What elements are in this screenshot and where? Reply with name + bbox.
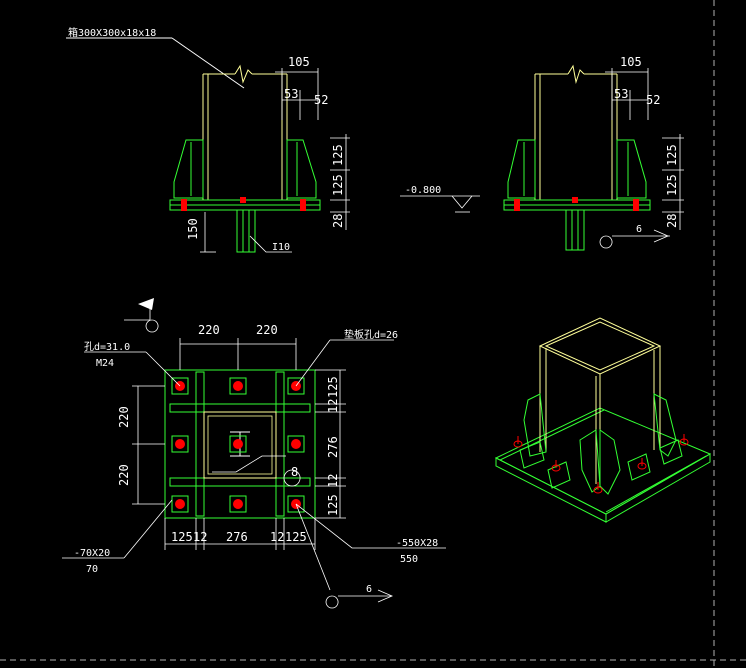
- plate-label: -550X28: [396, 538, 438, 549]
- dim-right-12a: 12: [326, 399, 340, 413]
- section-mark-number: 6: [636, 224, 642, 235]
- bolt-label: M24: [96, 358, 114, 369]
- dim-right-12b: 12: [326, 474, 340, 488]
- washer-plate: [171, 435, 189, 453]
- dim-top-2: 220: [256, 323, 278, 337]
- washer-plate: [171, 495, 189, 513]
- anchor-bolt: [175, 439, 185, 449]
- anchor-bolt: [233, 381, 243, 391]
- washer-plate: [229, 377, 247, 395]
- dim-bottom-12a: 12: [193, 530, 207, 544]
- anchor-bolt: [291, 439, 301, 449]
- dim-right-125a: 125: [326, 376, 340, 398]
- dim-105: 105: [620, 55, 642, 69]
- dim-125-mid: 125: [665, 174, 679, 196]
- dim-right-125b: 125: [326, 494, 340, 516]
- dim-150: 150: [186, 218, 200, 240]
- weld-size: 8: [291, 465, 298, 479]
- stiffener-label: -70X20: [74, 548, 110, 559]
- section-view-right: 105 53 52 125 125 28 -0.800 6: [400, 55, 684, 251]
- washer-plate: [229, 495, 247, 513]
- plate-value: 550: [400, 554, 418, 565]
- dim-28: 28: [331, 214, 345, 228]
- dim-52: 52: [314, 93, 328, 107]
- dim-125-top: 125: [331, 144, 345, 166]
- washer-plate: [287, 495, 305, 513]
- isometric-view: [494, 317, 712, 523]
- dim-28: 28: [665, 214, 679, 228]
- washer-plate: [287, 377, 305, 395]
- anchor-bolt: [233, 439, 243, 449]
- dim-top-1: 220: [198, 323, 220, 337]
- plan-view: 8 220 220: [62, 298, 446, 609]
- dim-bottom-125b: 125: [285, 530, 307, 544]
- section-view-left: 箱300X300x18x18: [66, 26, 350, 253]
- stiffener-value: 70: [86, 564, 98, 575]
- anchor-bolt: [175, 499, 185, 509]
- dim-bottom-125a: 125: [171, 530, 193, 544]
- washer-plate: [229, 435, 247, 453]
- dim-53: 53: [614, 87, 628, 101]
- column-label: 箱300X300x18x18: [68, 26, 156, 39]
- dim-left-2: 220: [117, 464, 131, 486]
- dim-right-276: 276: [326, 436, 340, 458]
- shear-key-label: I10: [272, 242, 290, 253]
- washer-label: 垫板孔d=26: [344, 328, 398, 341]
- hole-label: 孔d=31.0: [84, 341, 130, 353]
- iso-bolt-group: [513, 434, 689, 494]
- dim-125-mid: 125: [331, 174, 345, 196]
- anchor-bolt: [233, 499, 243, 509]
- dim-left-1: 220: [117, 406, 131, 428]
- dim-bottom-12b: 12: [270, 530, 284, 544]
- dim-bottom-276: 276: [226, 530, 248, 544]
- section-mark-number: 6: [366, 584, 372, 595]
- dim-53: 53: [284, 87, 298, 101]
- elevation-label: -0.800: [405, 185, 441, 196]
- washer-plate: [287, 435, 305, 453]
- dim-52: 52: [646, 93, 660, 107]
- dim-125-top: 125: [665, 144, 679, 166]
- washer-plate: [171, 377, 189, 395]
- dim-105: 105: [288, 55, 310, 69]
